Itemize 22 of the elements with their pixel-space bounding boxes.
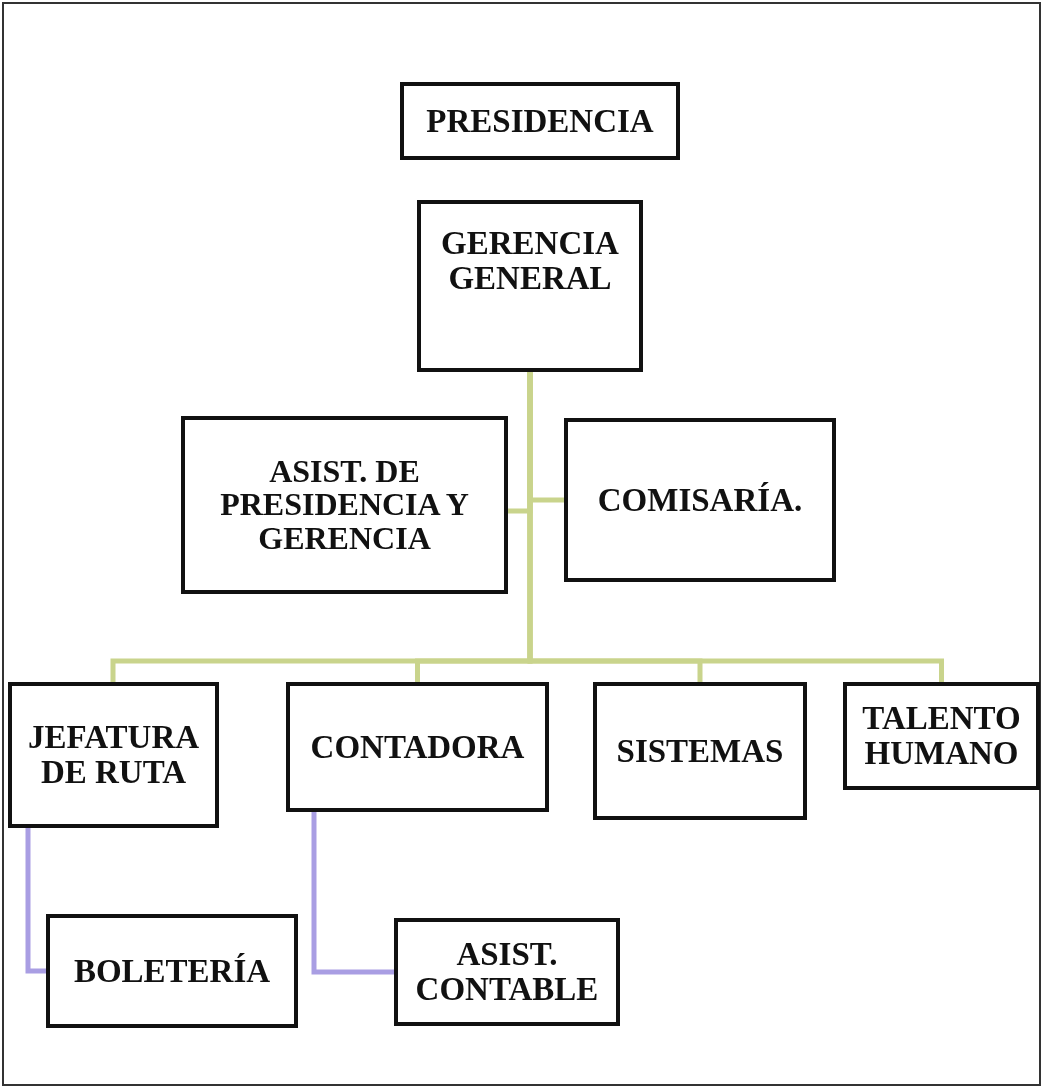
org-box — [843, 682, 1040, 790]
box-label: PRESIDENCIA — [426, 103, 654, 139]
box-label: JEFATURA DE RUTA — [26, 720, 201, 790]
box-label: GERENCIA GENERAL — [440, 226, 620, 296]
org-box — [286, 682, 549, 812]
org-box — [400, 82, 680, 160]
box-label: BOLETERÍA — [73, 953, 271, 989]
org-box — [181, 416, 508, 594]
box-label: TALENTO HUMANO — [861, 701, 1022, 771]
box-label: ASIST. DE PRESIDENCIA Y GERENCIA — [219, 454, 470, 556]
connector-line — [25, 828, 46, 974]
org-box — [593, 682, 807, 820]
org-box — [417, 200, 643, 372]
box-label: SISTEMAS — [616, 733, 784, 769]
box-label: ASIST. CONTABLE — [414, 937, 600, 1007]
org-box — [394, 918, 620, 1026]
box-label: COMISARÍA. — [597, 482, 803, 518]
org-box — [46, 914, 298, 1028]
org-box — [564, 418, 836, 582]
connector-line — [311, 812, 394, 975]
org-box — [8, 682, 219, 828]
box-label: CONTADORA — [310, 729, 525, 765]
